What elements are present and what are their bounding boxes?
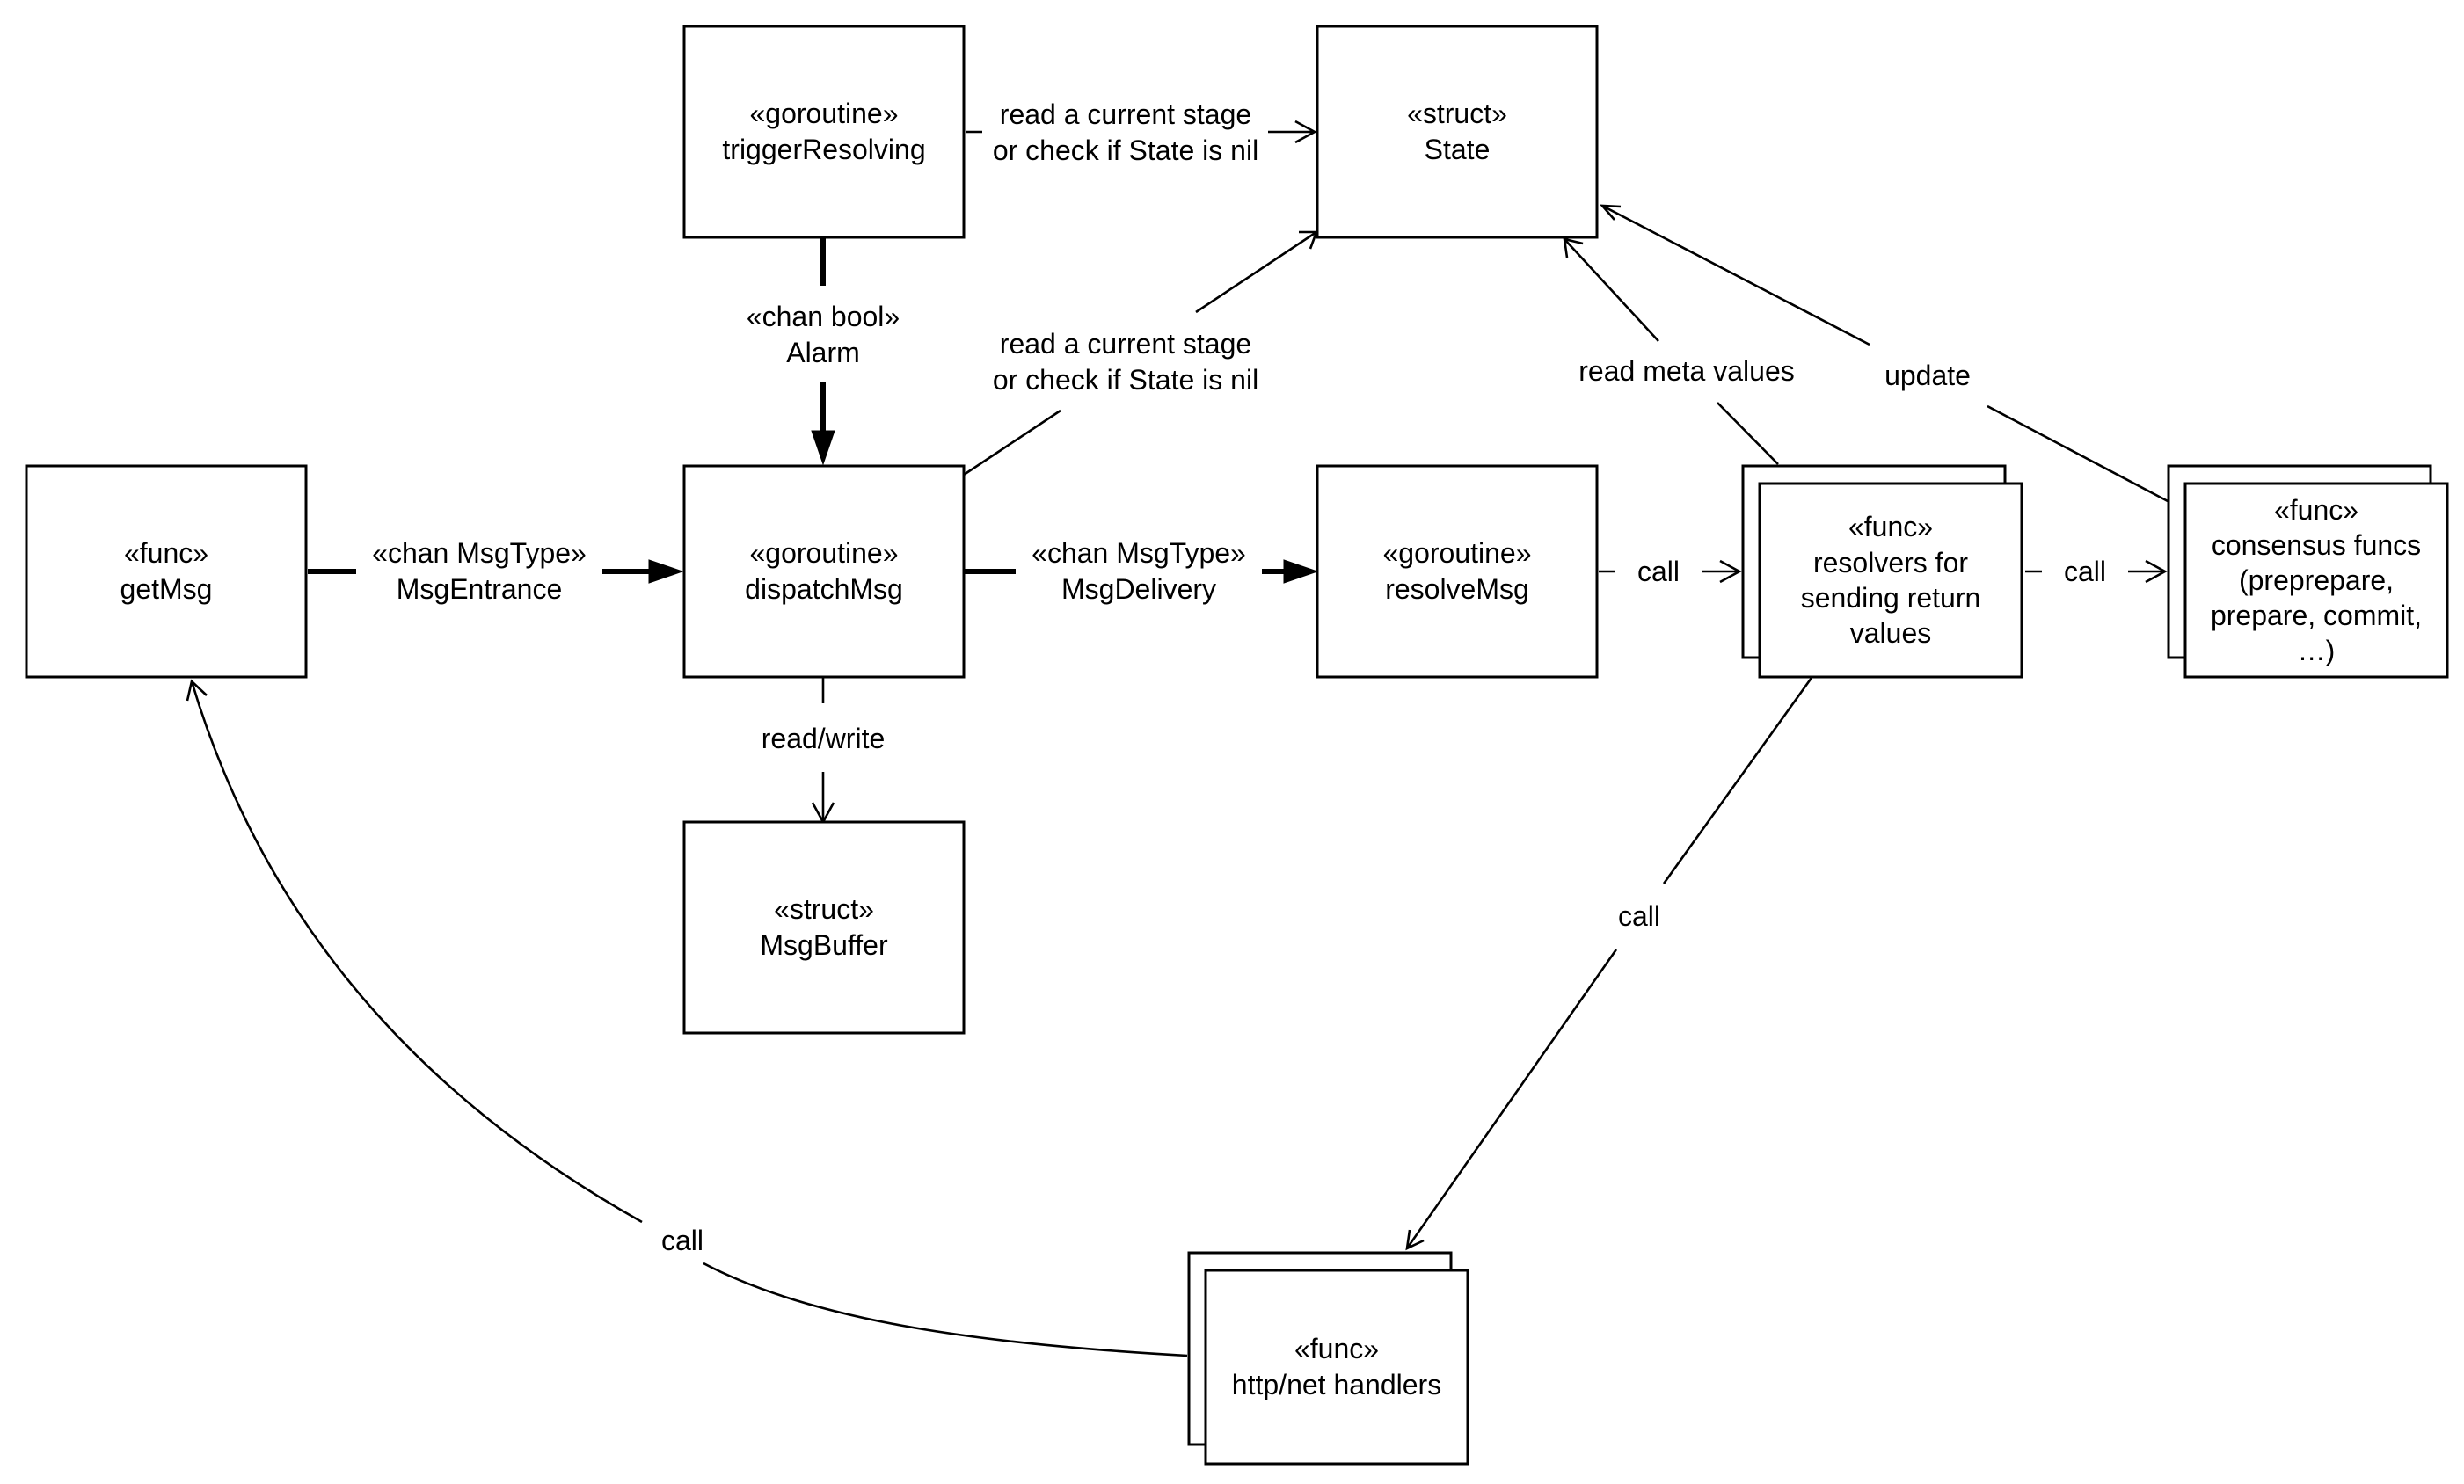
node-line-4: …)	[2298, 635, 2336, 666]
node-stereotype: «func»	[1848, 511, 1933, 542]
edge-label-resolvers-call: call	[2064, 556, 2106, 587]
edge-label-resolve-call: call	[1637, 556, 1680, 587]
edge-msg-entrance: «chan MsgType» MsgEntrance	[308, 537, 684, 605]
edge-trigger-to-state: read a current stage or check if State i…	[966, 98, 1317, 166]
edge-alarm: «chan bool» Alarm	[747, 237, 900, 466]
edge-label-dispatch-to-state-1: read a current stage	[1000, 328, 1251, 360]
node-name: dispatchMsg	[745, 573, 903, 605]
node-line-1: consensus funcs	[2212, 529, 2421, 561]
node-http-handlers[interactable]: «func» http/net handlers	[1187, 1251, 1469, 1466]
edge-label-msg-entrance-1: «chan MsgType»	[372, 537, 587, 569]
node-stereotype: «goroutine»	[1382, 537, 1531, 569]
edge-read-meta: read meta values	[1563, 237, 1795, 465]
edge-label-msg-entrance-2: MsgEntrance	[397, 573, 563, 605]
edge-msg-delivery: «chan MsgType» MsgDelivery	[964, 537, 1319, 605]
node-stereotype: «func»	[124, 537, 208, 569]
edge-dispatch-to-state: read a current stage or check if State i…	[963, 230, 1318, 476]
edge-label-http-to-getmsg: call	[661, 1225, 703, 1256]
edge-label-trigger-to-state-1: read a current stage	[1000, 98, 1251, 130]
node-dispatch-msg[interactable]: «goroutine» dispatchMsg	[682, 464, 966, 679]
node-state[interactable]: «struct» State	[1316, 25, 1599, 239]
node-stereotype: «func»	[2274, 494, 2358, 526]
node-name: MsgBuffer	[760, 929, 888, 961]
edge-label-alarm-2: Alarm	[786, 337, 860, 368]
node-stereotype: «func»	[1294, 1333, 1379, 1364]
edge-read-write: read/write	[762, 678, 886, 825]
node-trigger-resolving[interactable]: «goroutine» triggerResolving	[682, 25, 966, 239]
node-name: resolveMsg	[1385, 573, 1529, 605]
node-line-3: values	[1850, 617, 1932, 649]
edge-http-to-getmsg: call	[186, 679, 1188, 1357]
edge-label-alarm-1: «chan bool»	[747, 301, 900, 332]
node-consensus-funcs[interactable]: «func» consensus funcs (preprepare, prep…	[2167, 464, 2449, 679]
edge-label-update: update	[1884, 360, 1971, 391]
edge-label-read-write: read/write	[762, 723, 886, 754]
node-line-3: prepare, commit,	[2211, 600, 2422, 631]
edge-label-dispatch-to-state-2: or check if State is nil	[993, 364, 1258, 396]
node-stereotype: «goroutine»	[749, 98, 898, 129]
edge-update: update	[1600, 204, 2169, 503]
node-name: http/net handlers	[1232, 1369, 1441, 1400]
node-stereotype: «struct»	[774, 893, 874, 925]
edge-label-read-meta: read meta values	[1578, 355, 1794, 387]
node-line-2: (preprepare,	[2239, 564, 2394, 596]
edge-resolvers-to-http: call	[1405, 677, 1813, 1251]
node-resolvers[interactable]: «func» resolvers for sending return valu…	[1741, 464, 2023, 679]
edge-label-msg-delivery-1: «chan MsgType»	[1032, 537, 1246, 569]
node-name: triggerResolving	[722, 134, 925, 165]
edge-label-msg-delivery-2: MsgDelivery	[1061, 573, 1216, 605]
node-name: getMsg	[120, 573, 213, 605]
node-line-2: sending return	[1801, 582, 1981, 614]
edge-label-resolvers-to-http: call	[1618, 900, 1660, 932]
node-get-msg[interactable]: «func» getMsg	[25, 464, 308, 679]
node-name: State	[1425, 134, 1491, 165]
node-stereotype: «goroutine»	[749, 537, 898, 569]
node-resolve-msg[interactable]: «goroutine» resolveMsg	[1316, 464, 1599, 679]
edge-resolvers-call: call	[2025, 556, 2168, 587]
edge-label-trigger-to-state-2: or check if State is nil	[993, 135, 1258, 166]
node-msg-buffer[interactable]: «struct» MsgBuffer	[682, 820, 966, 1035]
node-line-1: resolvers for	[1813, 547, 1968, 578]
node-stereotype: «struct»	[1407, 98, 1507, 129]
edge-resolve-call: call	[1599, 556, 1742, 587]
